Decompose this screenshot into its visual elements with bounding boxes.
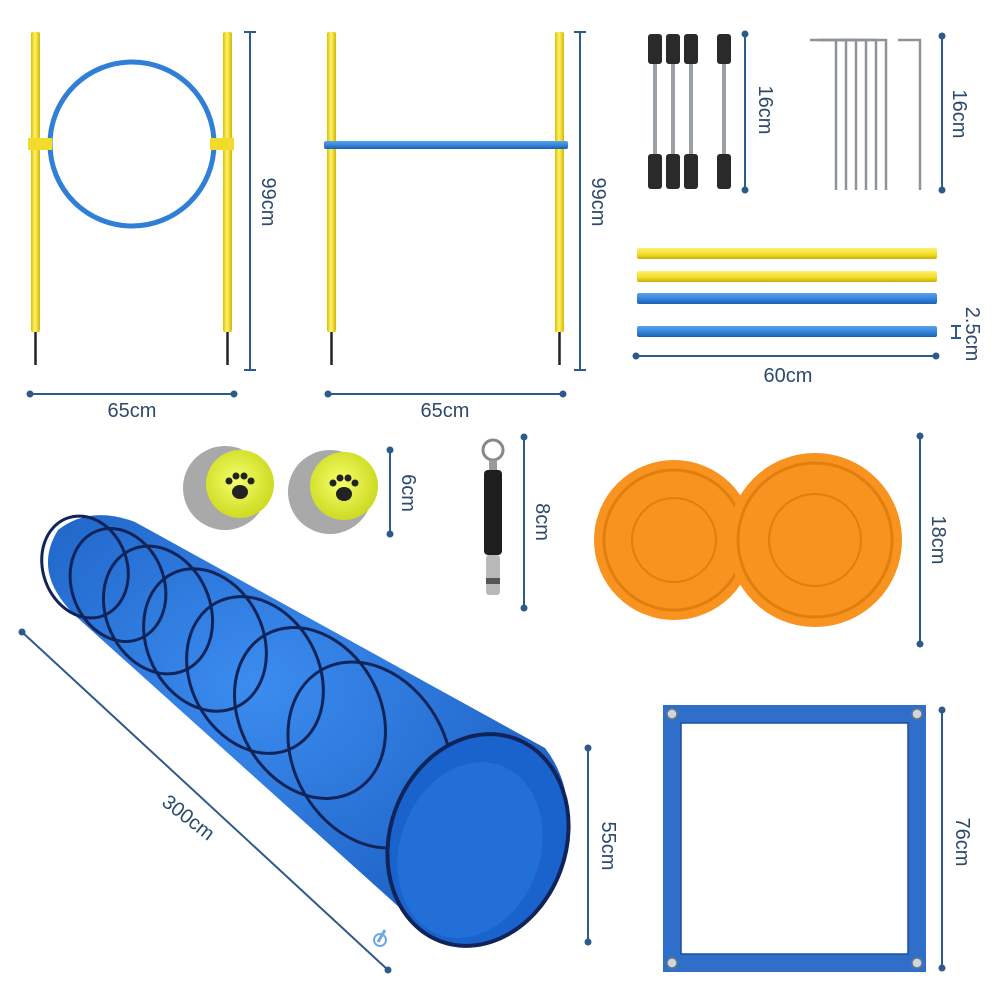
hurdle-width-label: 65cm [420, 400, 470, 422]
tunnel-diameter-label: 55cm [597, 821, 619, 871]
ribbed-pegs [648, 30, 749, 194]
tunnel-length-line [21, 631, 389, 971]
frisbees [594, 432, 924, 648]
whistle [481, 433, 528, 612]
hoop-height-label: 99cm [257, 177, 279, 227]
poles-diameter-label: 2.5cm [961, 306, 983, 362]
whistle-size-label: 8cm [531, 503, 553, 541]
tennis-balls [183, 446, 394, 538]
pause-square [663, 705, 946, 972]
whistle-key-ring [481, 438, 505, 462]
square-size-label: 76cm [951, 817, 973, 867]
pole-yellow [637, 248, 937, 259]
hoop-left-pole [31, 32, 40, 332]
stakes-height-label: 16cm [948, 89, 970, 139]
peg [684, 34, 698, 189]
hoop-right-clip [210, 138, 234, 150]
tennis-ball [183, 446, 274, 530]
hoop-jump [26, 31, 256, 398]
hurdle-height-label: 99cm [587, 177, 609, 227]
whistle-body [484, 470, 502, 555]
hoop-width-label: 65cm [107, 400, 157, 422]
peg [666, 34, 680, 189]
tunnel-strap-loop [373, 933, 387, 947]
loose-poles [632, 248, 961, 360]
hurdle-bar [324, 141, 568, 149]
ball-size-label: 6cm [397, 474, 419, 512]
agility-tunnel [18, 514, 592, 974]
hurdle-right-pole [555, 32, 564, 332]
bar-hurdle [324, 31, 586, 398]
hoop-ring [47, 59, 217, 229]
metal-stakes [810, 38, 922, 190]
peg [717, 34, 731, 189]
pole-yellow [637, 271, 937, 282]
pole-blue [637, 293, 937, 304]
poles-length-label: 60cm [763, 365, 813, 387]
frisbee-size-label: 18cm [927, 515, 949, 565]
tennis-ball [288, 450, 378, 534]
pole-blue [637, 326, 937, 337]
peg [648, 34, 662, 189]
hoop-right-pole [223, 32, 232, 332]
pause-square-frame [663, 705, 926, 972]
hoop-left-clip [28, 138, 52, 150]
hurdle-left-pole [327, 32, 336, 332]
frisbee [728, 453, 902, 627]
pegs-height-label: 16cm [754, 85, 776, 135]
